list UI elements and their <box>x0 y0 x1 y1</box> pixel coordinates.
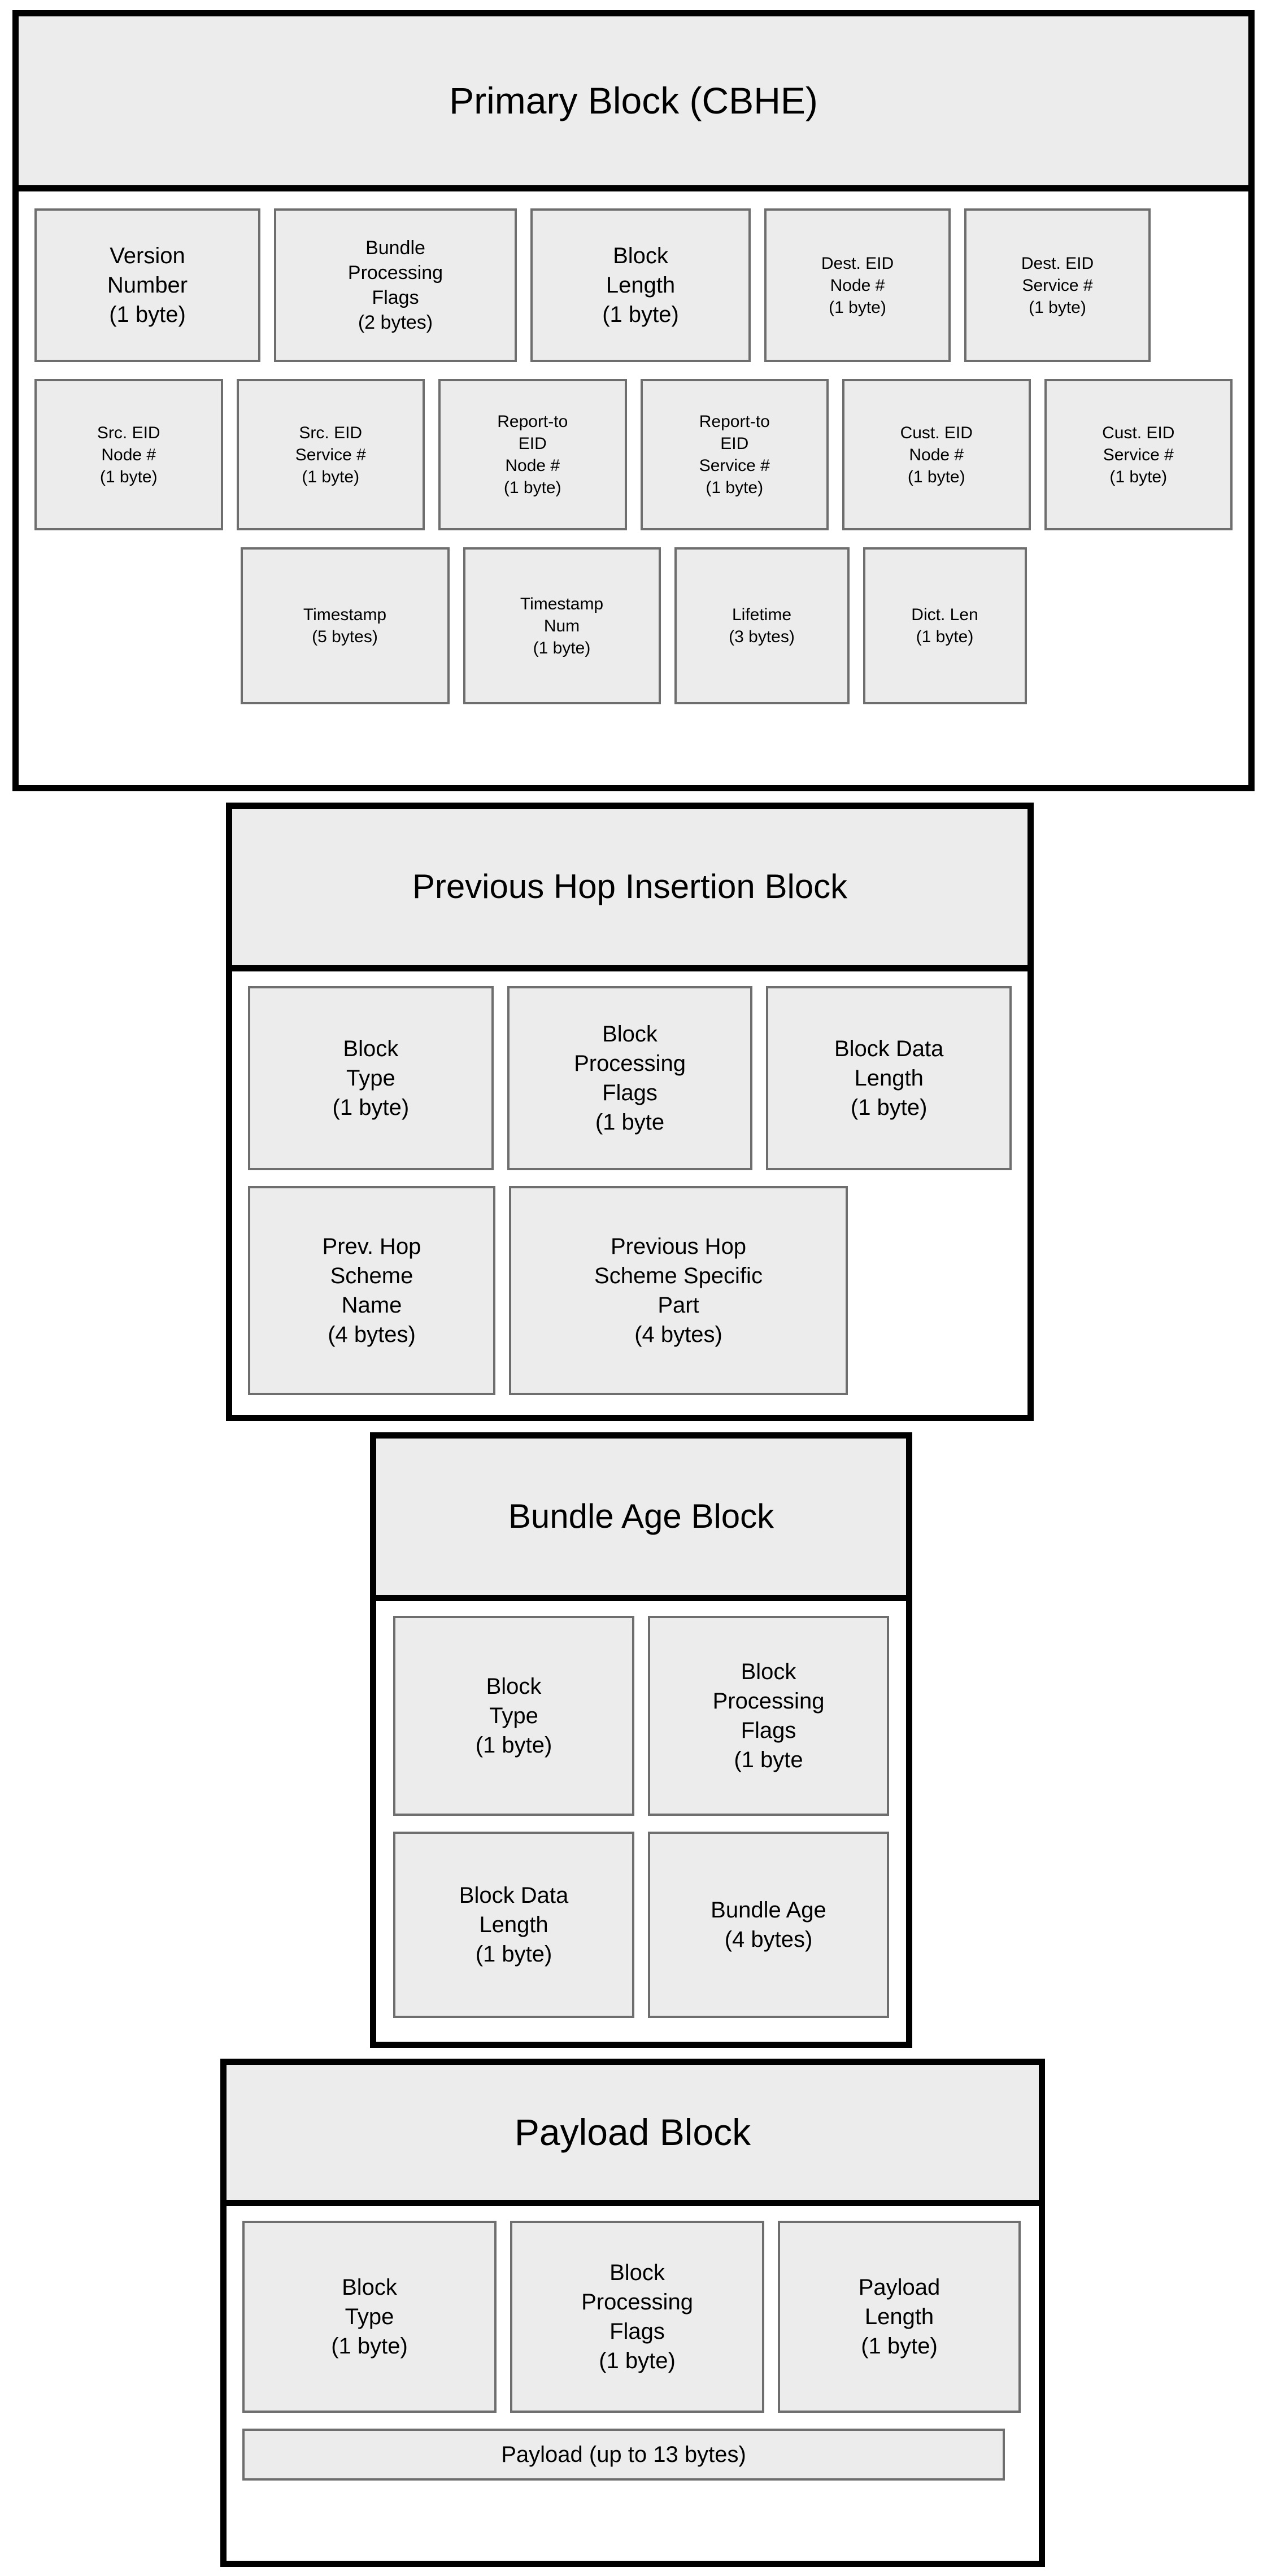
phib-header: Previous Hop Insertion Block <box>232 809 1027 971</box>
phib-title: Previous Hop Insertion Block <box>412 868 848 906</box>
field-version-number: Version Number (1 byte) <box>34 208 260 362</box>
field-timestamp: Timestamp (5 bytes) <box>240 547 450 704</box>
field-bundle-processing-flags: Bundle Processing Flags (2 bytes) <box>274 208 517 362</box>
field-dict-len: Dict. Len (1 byte) <box>863 547 1027 704</box>
bundle-age-block-title: Bundle Age Block <box>508 1497 774 1536</box>
bundle-age-block-header: Bundle Age Block <box>376 1439 906 1601</box>
payload-field-row-2: Payload (up to 13 bytes) <box>242 2429 1023 2481</box>
payload-block-fields: Block Type (1 byte) Block Processing Fla… <box>227 2206 1039 2561</box>
primary-field-row-3: Timestamp (5 bytes) Timestamp Num (1 byt… <box>34 547 1233 704</box>
field-cust-eid-node: Cust. EID Node # (1 byte) <box>842 379 1031 530</box>
payload-block: Payload Block Block Type (1 byte) Block … <box>220 2059 1045 2567</box>
bab-field-row-2: Block Data Length (1 byte) Bundle Age (4… <box>393 1832 889 2018</box>
primary-block-fields: Version Number (1 byte) Bundle Processin… <box>19 191 1248 779</box>
field-payload-block-type: Block Type (1 byte) <box>242 2221 497 2413</box>
field-bab-block-type: Block Type (1 byte) <box>393 1616 634 1816</box>
field-payload-data: Payload (up to 13 bytes) <box>242 2429 1005 2481</box>
field-phib-block-type: Block Type (1 byte) <box>248 986 494 1170</box>
field-prev-hop-scheme-name: Prev. Hop Scheme Name (4 bytes) <box>248 1186 495 1395</box>
field-src-eid-service: Src. EID Service # (1 byte) <box>236 379 425 530</box>
field-bab-block-data-length: Block Data Length (1 byte) <box>393 1832 634 2018</box>
primary-block-header: Primary Block (CBHE) <box>19 16 1248 191</box>
field-lifetime: Lifetime (3 bytes) <box>674 547 850 704</box>
field-dest-eid-service: Dest. EID Service # (1 byte) <box>964 208 1151 362</box>
previous-hop-insertion-block: Previous Hop Insertion Block Block Type … <box>226 803 1034 1421</box>
field-src-eid-node: Src. EID Node # (1 byte) <box>34 379 223 530</box>
bundle-age-block-fields: Block Type (1 byte) Block Processing Fla… <box>376 1601 906 2035</box>
phib-field-row-2: Prev. Hop Scheme Name (4 bytes) Previous… <box>248 1186 1012 1395</box>
primary-block-title: Primary Block (CBHE) <box>449 79 818 121</box>
field-phib-block-processing-flags: Block Processing Flags (1 byte <box>507 986 753 1170</box>
bab-field-row-1: Block Type (1 byte) Block Processing Fla… <box>393 1616 889 1816</box>
primary-field-row-1: Version Number (1 byte) Bundle Processin… <box>34 208 1233 362</box>
field-dest-eid-node: Dest. EID Node # (1 byte) <box>764 208 951 362</box>
field-report-to-eid-node: Report-to EID Node # (1 byte) <box>438 379 627 530</box>
field-cust-eid-service: Cust. EID Service # (1 byte) <box>1044 379 1233 530</box>
payload-block-header: Payload Block <box>227 2065 1039 2206</box>
field-payload-length: Payload Length (1 byte) <box>778 2221 1021 2413</box>
payload-field-row-1: Block Type (1 byte) Block Processing Fla… <box>242 2221 1023 2413</box>
field-block-length: Block Length (1 byte) <box>530 208 751 362</box>
field-payload-block-processing-flags: Block Processing Flags (1 byte) <box>510 2221 764 2413</box>
payload-block-title: Payload Block <box>514 2111 751 2153</box>
field-timestamp-num: Timestamp Num (1 byte) <box>463 547 661 704</box>
bundle-age-block: Bundle Age Block Block Type (1 byte) Blo… <box>370 1432 912 2048</box>
field-bab-block-processing-flags: Block Processing Flags (1 byte <box>648 1616 889 1816</box>
phib-fields: Block Type (1 byte) Block Processing Fla… <box>232 971 1027 1409</box>
field-phib-block-data-length: Block Data Length (1 byte) <box>766 986 1012 1170</box>
field-report-to-eid-service: Report-to EID Service # (1 byte) <box>640 379 829 530</box>
phib-field-row-1: Block Type (1 byte) Block Processing Fla… <box>248 986 1012 1170</box>
primary-field-row-2: Src. EID Node # (1 byte) Src. EID Servic… <box>34 379 1233 530</box>
primary-block: Primary Block (CBHE) Version Number (1 b… <box>12 10 1255 791</box>
field-bundle-age: Bundle Age (4 bytes) <box>648 1832 889 2018</box>
field-prev-hop-scheme-specific-part: Previous Hop Scheme Specific Part (4 byt… <box>509 1186 848 1395</box>
